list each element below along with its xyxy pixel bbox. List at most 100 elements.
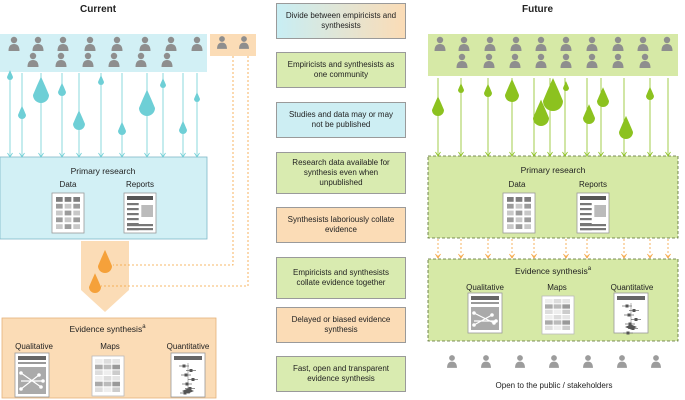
droplet-icon (563, 81, 569, 91)
arrow-head (531, 253, 537, 259)
person-icon (510, 36, 522, 51)
arrow-head (584, 253, 590, 259)
person-icon (82, 52, 94, 67)
person-icon (111, 36, 123, 51)
quantitative-forest-plot-icon (613, 292, 649, 335)
person-icon (637, 36, 649, 51)
person-icon (661, 36, 673, 51)
map-document-icon (541, 295, 575, 335)
arrow-head (19, 152, 25, 158)
person-icon (509, 53, 521, 68)
current-synthesist-link (113, 56, 234, 266)
droplet-icon (458, 83, 464, 93)
callout-divide: Divide between empiricists and synthesis… (276, 3, 406, 39)
current-primary-research-box (0, 156, 208, 240)
droplet-icon (33, 76, 49, 103)
droplet-icon (7, 70, 13, 80)
arrow-head (180, 152, 186, 158)
person-icon (55, 52, 67, 67)
current-primary-research-title: Primary research (70, 166, 136, 176)
person-icon (549, 355, 559, 368)
droplet-icon (194, 92, 200, 102)
current-heading: Current (80, 4, 117, 15)
person-icon (458, 36, 470, 51)
droplet-icon (619, 115, 633, 139)
arrow-head (119, 152, 125, 158)
qualitative-document-icon (467, 292, 503, 334)
arrow-head (509, 253, 515, 259)
person-icon (515, 355, 525, 368)
droplet-icon (18, 105, 26, 119)
person-icon (617, 355, 627, 368)
person-icon (57, 36, 69, 51)
future-quantitative-label: Quantitative (610, 283, 654, 292)
person-icon (481, 355, 491, 368)
person-icon (27, 52, 39, 67)
current-maps-label: Maps (100, 342, 120, 351)
droplet-icon (98, 75, 104, 85)
arrow-head (621, 253, 627, 259)
person-icon (483, 53, 495, 68)
person-icon (217, 36, 227, 49)
person-icon (239, 36, 249, 49)
arrow-head (160, 152, 166, 158)
droplet-icon (118, 121, 126, 135)
person-icon (535, 53, 547, 68)
current-evidence-synthesis-title: Evidence synthesisa (69, 324, 146, 334)
person-icon (639, 53, 651, 68)
droplet-icon (484, 83, 492, 97)
person-icon (560, 53, 572, 68)
arrow-head (598, 151, 604, 157)
future-maps-label: Maps (547, 283, 567, 292)
person-icon (447, 355, 457, 368)
droplet-icon (139, 89, 155, 116)
arrow-head (458, 253, 464, 259)
person-icon (560, 36, 572, 51)
future-primary-research-title: Primary research (520, 165, 586, 175)
person-icon (612, 36, 624, 51)
person-icon (135, 52, 147, 67)
arrow-head (144, 152, 150, 158)
current-funnel (81, 241, 129, 312)
arrow-head (194, 152, 200, 158)
person-icon (8, 36, 20, 51)
report-document-icon (123, 192, 157, 234)
person-icon (161, 52, 173, 67)
arrow-head (485, 253, 491, 259)
person-icon (535, 36, 547, 51)
callout-collate-together: Empiricists and synthesists collate evid… (276, 257, 406, 299)
arrow-head (98, 152, 104, 158)
droplet-icon (160, 78, 166, 88)
map-document-icon (91, 355, 125, 397)
droplet-icon (505, 78, 519, 102)
droplet-icon (89, 273, 101, 293)
arrow-head (458, 151, 464, 157)
droplet-icon (646, 86, 654, 100)
quantitative-forest-plot-icon (170, 352, 206, 398)
future-qualitative-label: Qualitative (466, 283, 504, 292)
callout-data-available: Research data available for synthesis ev… (276, 152, 406, 194)
future-heading: Future (522, 4, 554, 15)
current-synthesist-band (210, 34, 256, 56)
current-data-label: Data (59, 180, 77, 189)
droplet-icon (432, 96, 444, 116)
report-document-icon (576, 192, 610, 234)
droplet-icon (97, 249, 112, 274)
arrow-head (584, 151, 590, 157)
callout-studies-published: Studies and data may or may not be publi… (276, 102, 406, 138)
arrow-head (38, 152, 44, 158)
person-icon (434, 36, 446, 51)
arrow-head (485, 151, 491, 157)
droplet-icon (179, 120, 187, 134)
arrow-head (59, 152, 65, 158)
arrow-head (562, 151, 568, 157)
person-icon (32, 36, 44, 51)
data-table-icon (502, 192, 536, 234)
person-icon (165, 36, 177, 51)
callout-laboriously-collate: Synthesists laboriously collate evidence (276, 207, 406, 243)
person-icon (191, 36, 203, 51)
qualitative-document-icon (14, 352, 50, 398)
arrow-head (647, 253, 653, 259)
